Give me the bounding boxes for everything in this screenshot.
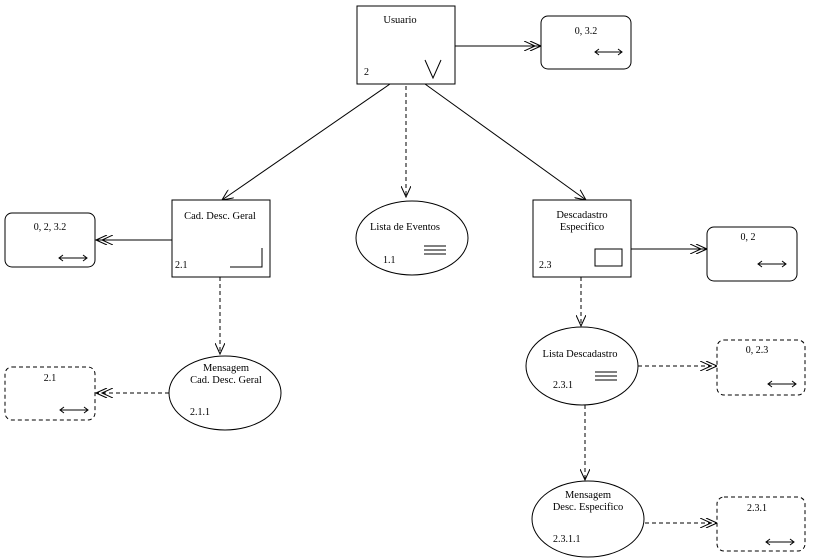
node-cad-desc-geral-number: 2.1 [175, 260, 188, 271]
node-mensagem-cad-ellipse [168, 355, 282, 431]
node-lista-descadastro-number: 2.3.1 [553, 380, 573, 391]
index-icon [424, 59, 442, 80]
node-mensagem-cad-title-line2: Cad. Desc. Geral [190, 375, 262, 386]
node-mensagem-cad-number: 2.1.1 [190, 407, 210, 418]
connectors [96, 46, 717, 523]
node-cad-desc-geral[interactable]: Cad. Desc. Geral 2.1 [171, 199, 271, 278]
node-mensagem-cad-title-line1: Mensagem [203, 363, 249, 374]
link-box-desc[interactable]: 0, 2 [706, 226, 798, 282]
link-box-cad-label: 0, 2, 3.2 [34, 222, 67, 233]
node-lista-descadastro-ellipse [525, 326, 639, 406]
bidirectional-arrow-icon [765, 538, 795, 546]
form-corner-icon [230, 248, 263, 268]
node-lista-eventos-ellipse [355, 200, 469, 276]
node-descadastro-especifico-title-line1: Descadastro [556, 210, 607, 221]
link-box-mensagem-cad-frame [4, 366, 96, 421]
node-lista-eventos-title: Lista de Eventos [370, 222, 440, 233]
link-box-cad-frame [4, 212, 96, 268]
bidirectional-arrow-icon [767, 380, 797, 388]
node-mensagem-desc-especifico-title-line1: Mensagem [565, 490, 611, 501]
node-lista-descadastro-title: Lista Descadastro [543, 349, 618, 360]
link-box-desc-label: 0, 2 [741, 232, 756, 243]
node-mensagem-cad[interactable]: Mensagem Cad. Desc. Geral 2.1.1 [168, 355, 282, 431]
node-descadastro-especifico-number: 2.3 [539, 260, 552, 271]
link-box-mensagem-desc-frame [716, 496, 806, 552]
link-box-lista-desc[interactable]: 0, 2.3 [716, 339, 806, 396]
link-box-usuario[interactable]: 0, 3.2 [540, 15, 632, 70]
node-descadastro-especifico[interactable]: Descadastro Especifico 2.3 [532, 199, 632, 278]
node-mensagem-desc-especifico[interactable]: Mensagem Desc. Especifico 2.3.1.1 [531, 480, 645, 558]
bidirectional-arrow-icon [58, 254, 88, 262]
bidirectional-arrow-icon [757, 260, 787, 268]
node-lista-descadastro[interactable]: Lista Descadastro 2.3.1 [525, 326, 639, 406]
bidirectional-arrow-icon [594, 48, 623, 56]
link-box-desc-frame [706, 226, 798, 282]
node-lista-eventos[interactable]: Lista de Eventos 1.1 [355, 200, 469, 276]
node-mensagem-desc-especifico-ellipse [531, 480, 645, 558]
list-lines-icon [595, 371, 617, 381]
window-icon [594, 248, 623, 267]
link-box-mensagem-desc-label: 2.3.1 [747, 503, 767, 514]
node-lista-eventos-number: 1.1 [383, 255, 396, 266]
node-usuario-title: Usuario [383, 15, 416, 26]
node-descadastro-especifico-box [532, 199, 632, 278]
node-descadastro-especifico-title-line2: Especifico [560, 222, 604, 233]
link-box-lista-desc-frame [716, 339, 806, 396]
node-usuario[interactable]: Usuario 2 [356, 5, 456, 85]
link-box-cad[interactable]: 0, 2, 3.2 [4, 212, 96, 268]
node-mensagem-desc-especifico-title-line2: Desc. Especifico [553, 502, 624, 513]
edge-usuario-to-descadastro [424, 83, 586, 200]
link-box-usuario-frame [540, 15, 632, 70]
node-cad-desc-geral-title: Cad. Desc. Geral [184, 211, 256, 222]
link-box-lista-desc-label: 0, 2.3 [746, 345, 769, 356]
node-cad-desc-geral-box [171, 199, 271, 278]
list-lines-icon [424, 245, 446, 255]
node-usuario-box [356, 5, 456, 85]
link-box-mensagem-cad-label: 2.1 [44, 373, 57, 384]
node-mensagem-desc-especifico-number: 2.3.1.1 [553, 534, 581, 545]
edge-usuario-to-cad [222, 83, 391, 200]
link-box-mensagem-cad[interactable]: 2.1 [4, 366, 96, 421]
node-usuario-number: 2 [364, 67, 369, 78]
bidirectional-arrow-icon [59, 406, 89, 414]
link-box-mensagem-desc[interactable]: 2.3.1 [716, 496, 806, 552]
link-box-usuario-label: 0, 3.2 [575, 26, 598, 37]
